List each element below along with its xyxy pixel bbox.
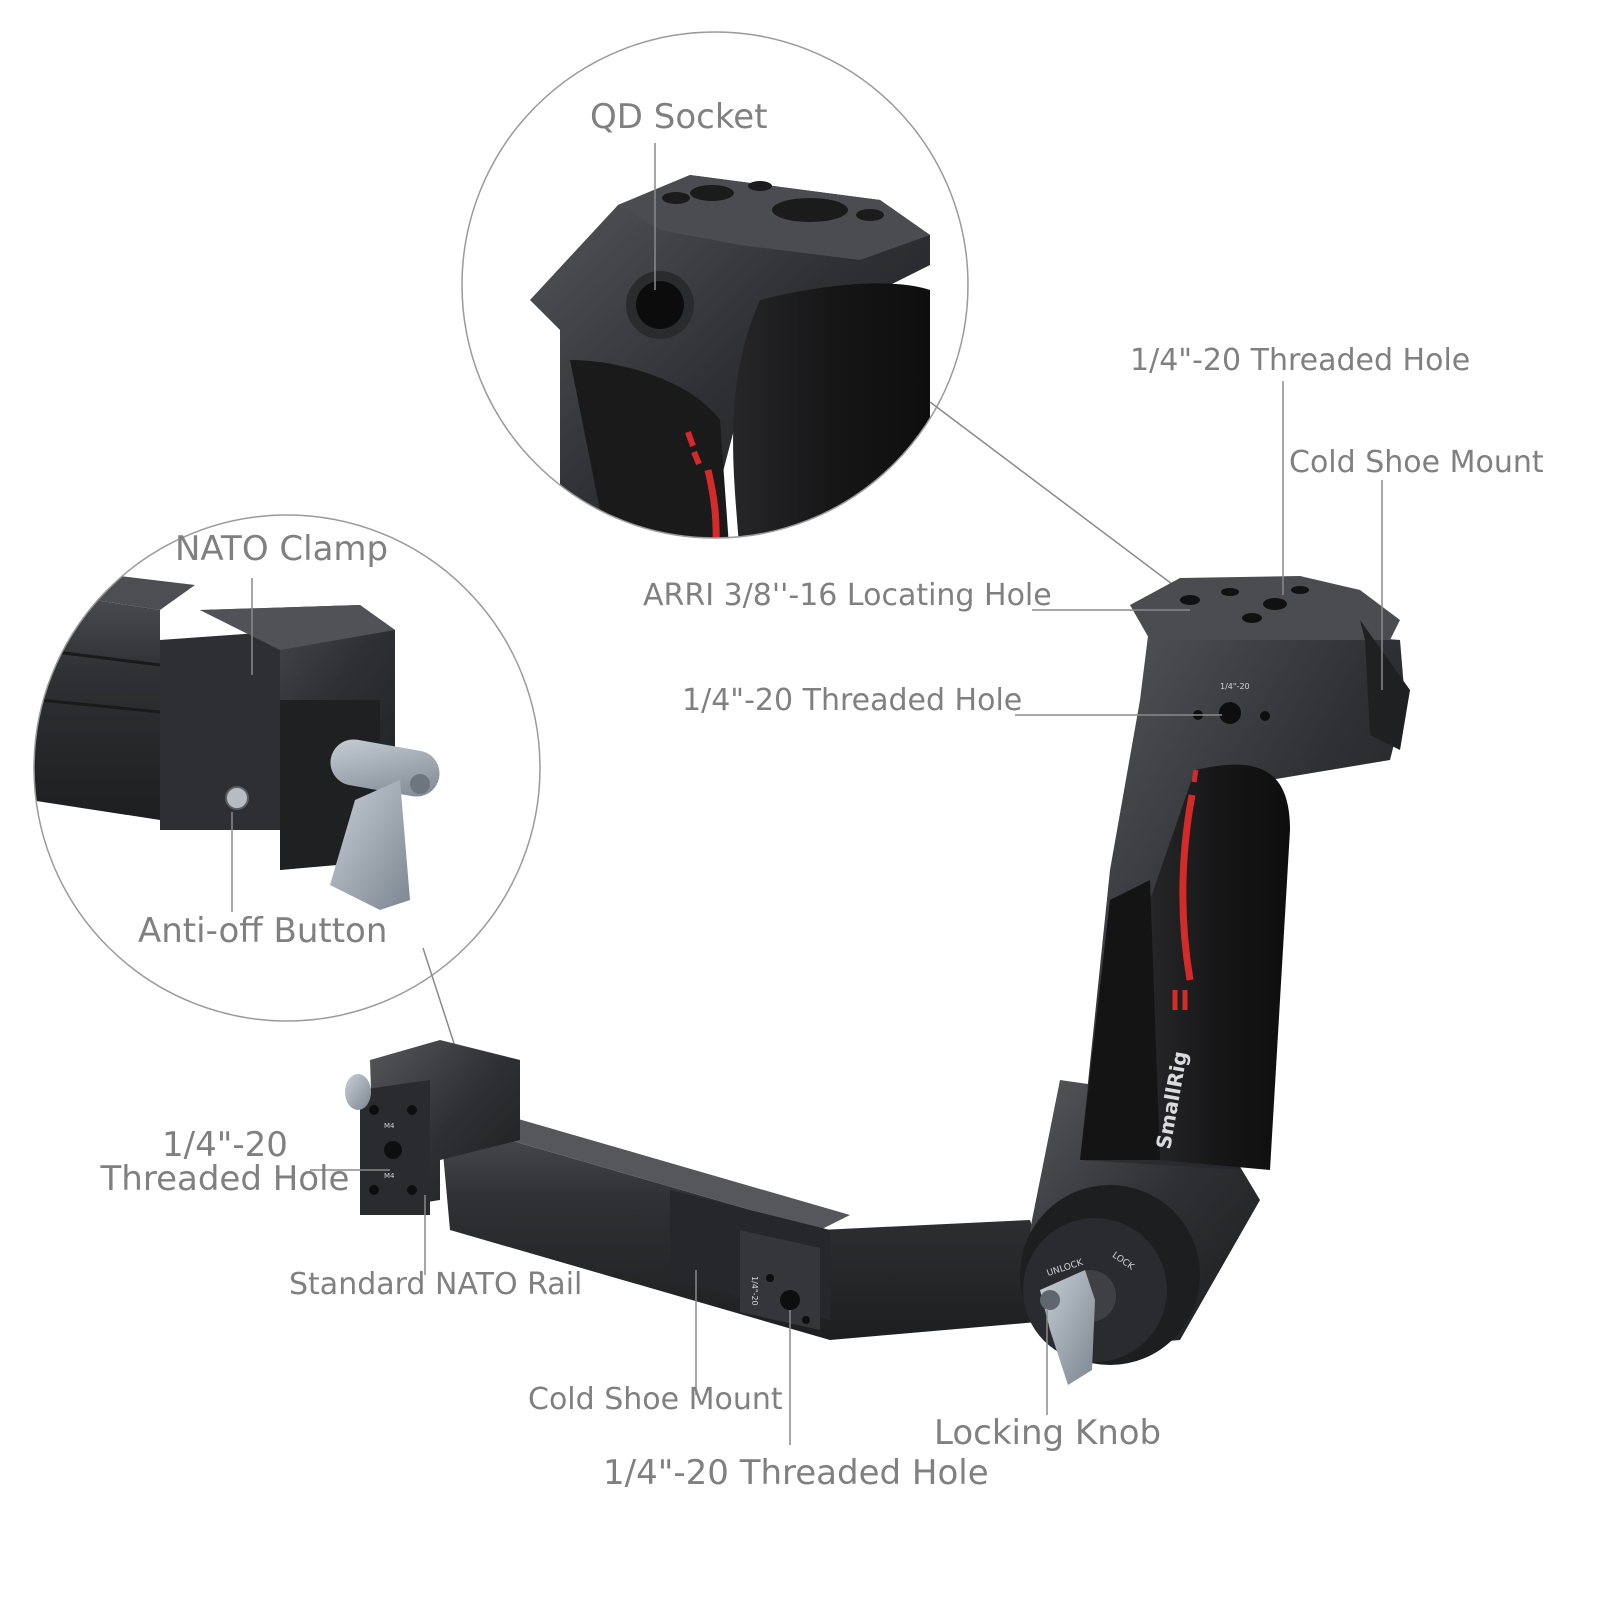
label-anti-off-button: Anti-off Button — [138, 911, 388, 951]
label-qd-socket: QD Socket — [590, 97, 768, 137]
handle-top-plate — [1130, 576, 1400, 640]
grip-rubber-side — [570, 360, 730, 538]
handle-rubber-front — [1080, 880, 1160, 1160]
m4-marking: M4 — [384, 1122, 395, 1130]
label-grip-cold-shoe-mount: Cold Shoe Mount — [1289, 445, 1544, 480]
top-plate-hole — [1180, 595, 1200, 605]
arm-pin-hole — [802, 1316, 810, 1324]
label-locking-knob: Locking Knob — [934, 1413, 1162, 1453]
m4-hole — [369, 1105, 379, 1115]
arm-hole-marking: 1/4"-20 — [750, 1276, 759, 1306]
locking-knob-screw — [1040, 1290, 1060, 1310]
red-accent-dash — [691, 450, 702, 466]
m4-hole — [369, 1185, 379, 1195]
rail-groove — [39, 698, 161, 714]
handle-assembly — [345, 576, 1410, 1385]
arm-pin-hole — [766, 1274, 774, 1282]
nato-lever — [345, 1074, 371, 1110]
grip-red-stripe — [1179, 794, 1196, 981]
extension-arm-top — [440, 1105, 850, 1230]
label-bottom-threaded-hole: 1/4"-20 Threaded Hole — [603, 1453, 989, 1493]
anti-off-button-zoom — [225, 786, 249, 810]
m4-hole — [407, 1185, 417, 1195]
red-accent-dash — [685, 430, 696, 448]
top-hole — [748, 181, 772, 191]
top-plate-hole — [1221, 588, 1239, 596]
m4-hole — [407, 1105, 417, 1115]
top-hole — [662, 192, 690, 204]
arm-hole-plate — [740, 1230, 820, 1330]
zoom-circle-outline — [461, 31, 969, 539]
grip-rubber — [733, 283, 930, 538]
top-plate-hole — [1291, 586, 1309, 594]
grip-pin-hole — [1260, 711, 1270, 721]
zoom-circle-outline — [33, 514, 541, 1022]
clamp-top — [200, 605, 395, 650]
grip-cold-shoe — [1360, 620, 1410, 750]
leader-line-circle-top — [929, 401, 1181, 591]
label-standard-nato-rail: Standard NATO Rail — [289, 1267, 583, 1302]
zoom-circle-qd-socket — [461, 31, 969, 539]
label-rail-threaded-hole-line2: Threaded Hole — [100, 1159, 350, 1199]
m4-marking: M4 — [384, 1172, 395, 1180]
top-hole — [856, 209, 884, 221]
grip-threaded-hole — [1219, 702, 1241, 724]
label-arri-locating-hole: ARRI 3/8''-16 Locating Hole — [643, 578, 1052, 613]
rail-threaded-hole — [384, 1141, 402, 1159]
locking-lever-handle — [330, 780, 410, 910]
clamp-body — [160, 630, 300, 830]
grip-hole-marking: 1/4"-20 — [1220, 682, 1250, 691]
hex-screw — [410, 774, 430, 794]
qd-socket-hole — [636, 281, 684, 329]
arm-threaded-hole — [780, 1290, 800, 1310]
label-nato-clamp: NATO Clamp — [175, 529, 389, 569]
label-rail-threaded-hole-line1: 1/4"-20 — [162, 1125, 288, 1165]
leader-lines — [231, 143, 1383, 1445]
top-plate-hole — [1242, 613, 1262, 623]
grip-red-dash — [1191, 769, 1199, 783]
top-hole — [690, 185, 734, 201]
top-plate-hole — [1263, 598, 1287, 610]
red-accent-stripe — [704, 469, 720, 538]
label-arm-cold-shoe-mount: Cold Shoe Mount — [528, 1382, 783, 1417]
top-hole — [772, 198, 848, 222]
label-top-threaded-hole: 1/4"-20 Threaded Hole — [1130, 343, 1471, 378]
label-grip-threaded-hole: 1/4"-20 Threaded Hole — [682, 683, 1023, 718]
